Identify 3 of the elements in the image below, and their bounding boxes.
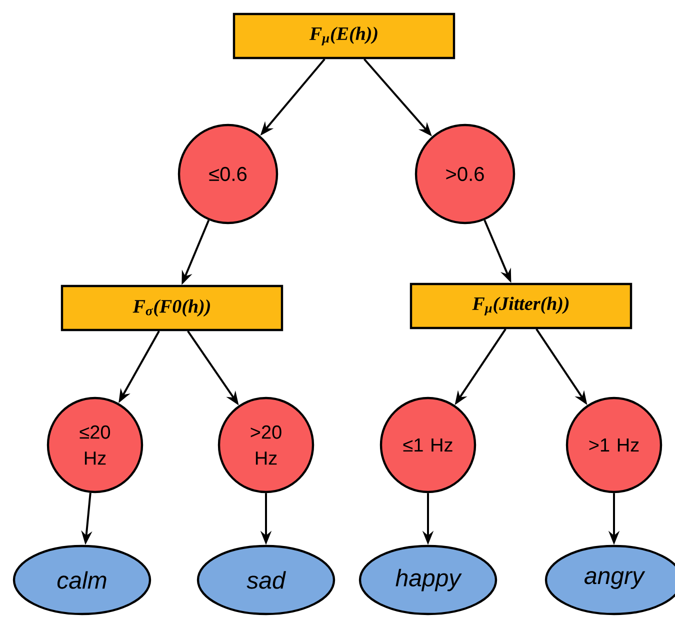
feature-box: F$_{μ}$(E(h)) [232, 12, 456, 60]
feature-box: F$_{μ}$(Jitter(h)) [410, 282, 632, 330]
feature-box: F$_{σ}$(F0(h)) [60, 284, 284, 332]
